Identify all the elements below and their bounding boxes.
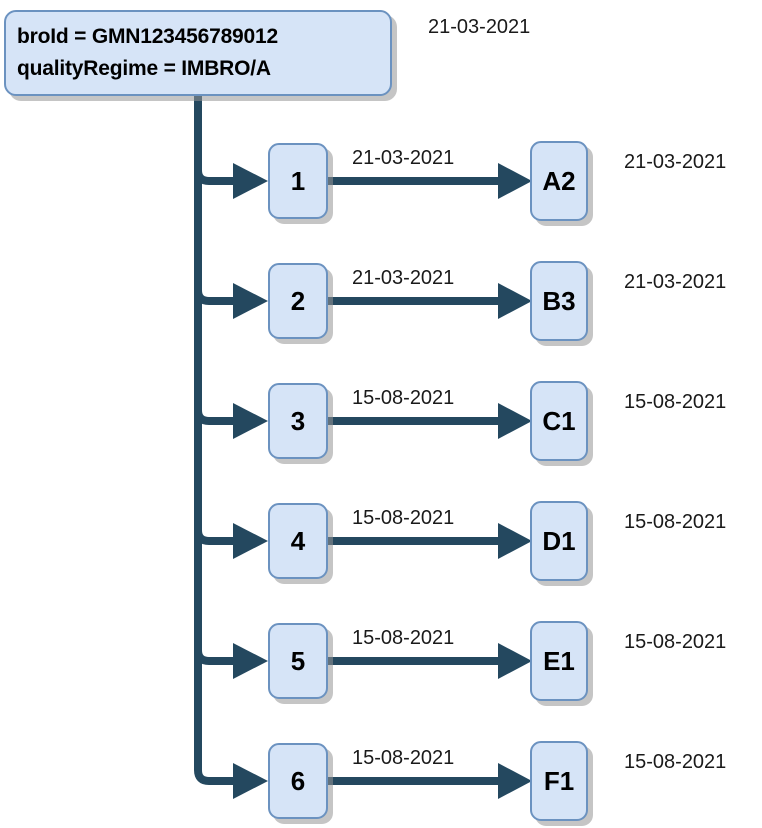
source-node-4-label: 4 bbox=[290, 526, 306, 556]
edge-label-6: 15-08-2021 bbox=[352, 747, 455, 769]
edge-arrow-4 bbox=[498, 523, 532, 559]
target-date-6: 15-08-2021 bbox=[624, 751, 727, 773]
branch-arrow-1 bbox=[233, 163, 268, 199]
target-node-b3[interactable]: B3 bbox=[530, 261, 588, 341]
source-node-3[interactable]: 3 bbox=[268, 383, 328, 459]
branch-arrow-3 bbox=[233, 403, 268, 439]
target-date-3: 15-08-2021 bbox=[624, 391, 727, 413]
target-date-2: 21-03-2021 bbox=[624, 271, 727, 293]
branch-arrow-5 bbox=[233, 643, 268, 679]
source-node-2[interactable]: 2 bbox=[268, 263, 328, 339]
target-date-4: 15-08-2021 bbox=[624, 511, 727, 533]
target-node-d1[interactable]: D1 bbox=[530, 501, 588, 581]
target-date-1: 21-03-2021 bbox=[624, 151, 727, 173]
root-node-quality-regime: qualityRegime = IMBRO/A bbox=[17, 57, 271, 80]
edge-arrow-6 bbox=[498, 763, 532, 799]
target-node-e1[interactable]: E1 bbox=[530, 621, 588, 701]
edge-label-3: 15-08-2021 bbox=[352, 387, 455, 409]
branch-elbow-1 bbox=[194, 169, 233, 185]
edge-arrow-3 bbox=[498, 403, 532, 439]
source-node-5-label: 5 bbox=[290, 646, 306, 676]
source-node-6-label: 6 bbox=[290, 766, 306, 796]
branch-elbow-5 bbox=[194, 649, 233, 665]
target-node-f1-label: F1 bbox=[543, 766, 575, 796]
target-node-f1[interactable]: F1 bbox=[530, 741, 588, 821]
edge-label-2: 21-03-2021 bbox=[352, 267, 455, 289]
target-node-d1-label: D1 bbox=[542, 526, 576, 556]
target-node-b3-label: B3 bbox=[542, 286, 576, 316]
branch-elbow-3 bbox=[194, 409, 233, 425]
target-node-a2-label: A2 bbox=[542, 166, 576, 196]
source-node-6[interactable]: 6 bbox=[268, 743, 328, 819]
branch-elbow-2 bbox=[194, 289, 233, 305]
source-node-2-label: 2 bbox=[290, 286, 306, 316]
edge-arrow-2 bbox=[498, 283, 532, 319]
edge-label-1: 21-03-2021 bbox=[352, 147, 455, 169]
root-node-box[interactable]: broId = GMN123456789012 qualityRegime = … bbox=[4, 10, 392, 96]
trunk-line bbox=[194, 96, 233, 785]
source-node-5[interactable]: 5 bbox=[268, 623, 328, 699]
target-date-5: 15-08-2021 bbox=[624, 631, 727, 653]
root-node-date: 21-03-2021 bbox=[428, 16, 531, 38]
branch-elbow-4 bbox=[194, 529, 233, 545]
branch-arrow-6 bbox=[233, 763, 268, 799]
source-node-3-label: 3 bbox=[290, 406, 306, 436]
target-node-e1-label: E1 bbox=[543, 646, 575, 676]
edge-arrow-5 bbox=[498, 643, 532, 679]
edge-arrow-1 bbox=[498, 163, 532, 199]
source-node-4[interactable]: 4 bbox=[268, 503, 328, 579]
target-node-a2[interactable]: A2 bbox=[530, 141, 588, 221]
target-node-c1[interactable]: C1 bbox=[530, 381, 588, 461]
source-node-1-label: 1 bbox=[290, 166, 306, 196]
branch-arrow-2 bbox=[233, 283, 268, 319]
target-node-c1-label: C1 bbox=[542, 406, 576, 436]
source-node-1[interactable]: 1 bbox=[268, 143, 328, 219]
edge-label-5: 15-08-2021 bbox=[352, 627, 455, 649]
root-node-broid: broId = GMN123456789012 bbox=[17, 25, 278, 48]
edge-label-4: 15-08-2021 bbox=[352, 507, 455, 529]
branch-arrow-4 bbox=[233, 523, 268, 559]
